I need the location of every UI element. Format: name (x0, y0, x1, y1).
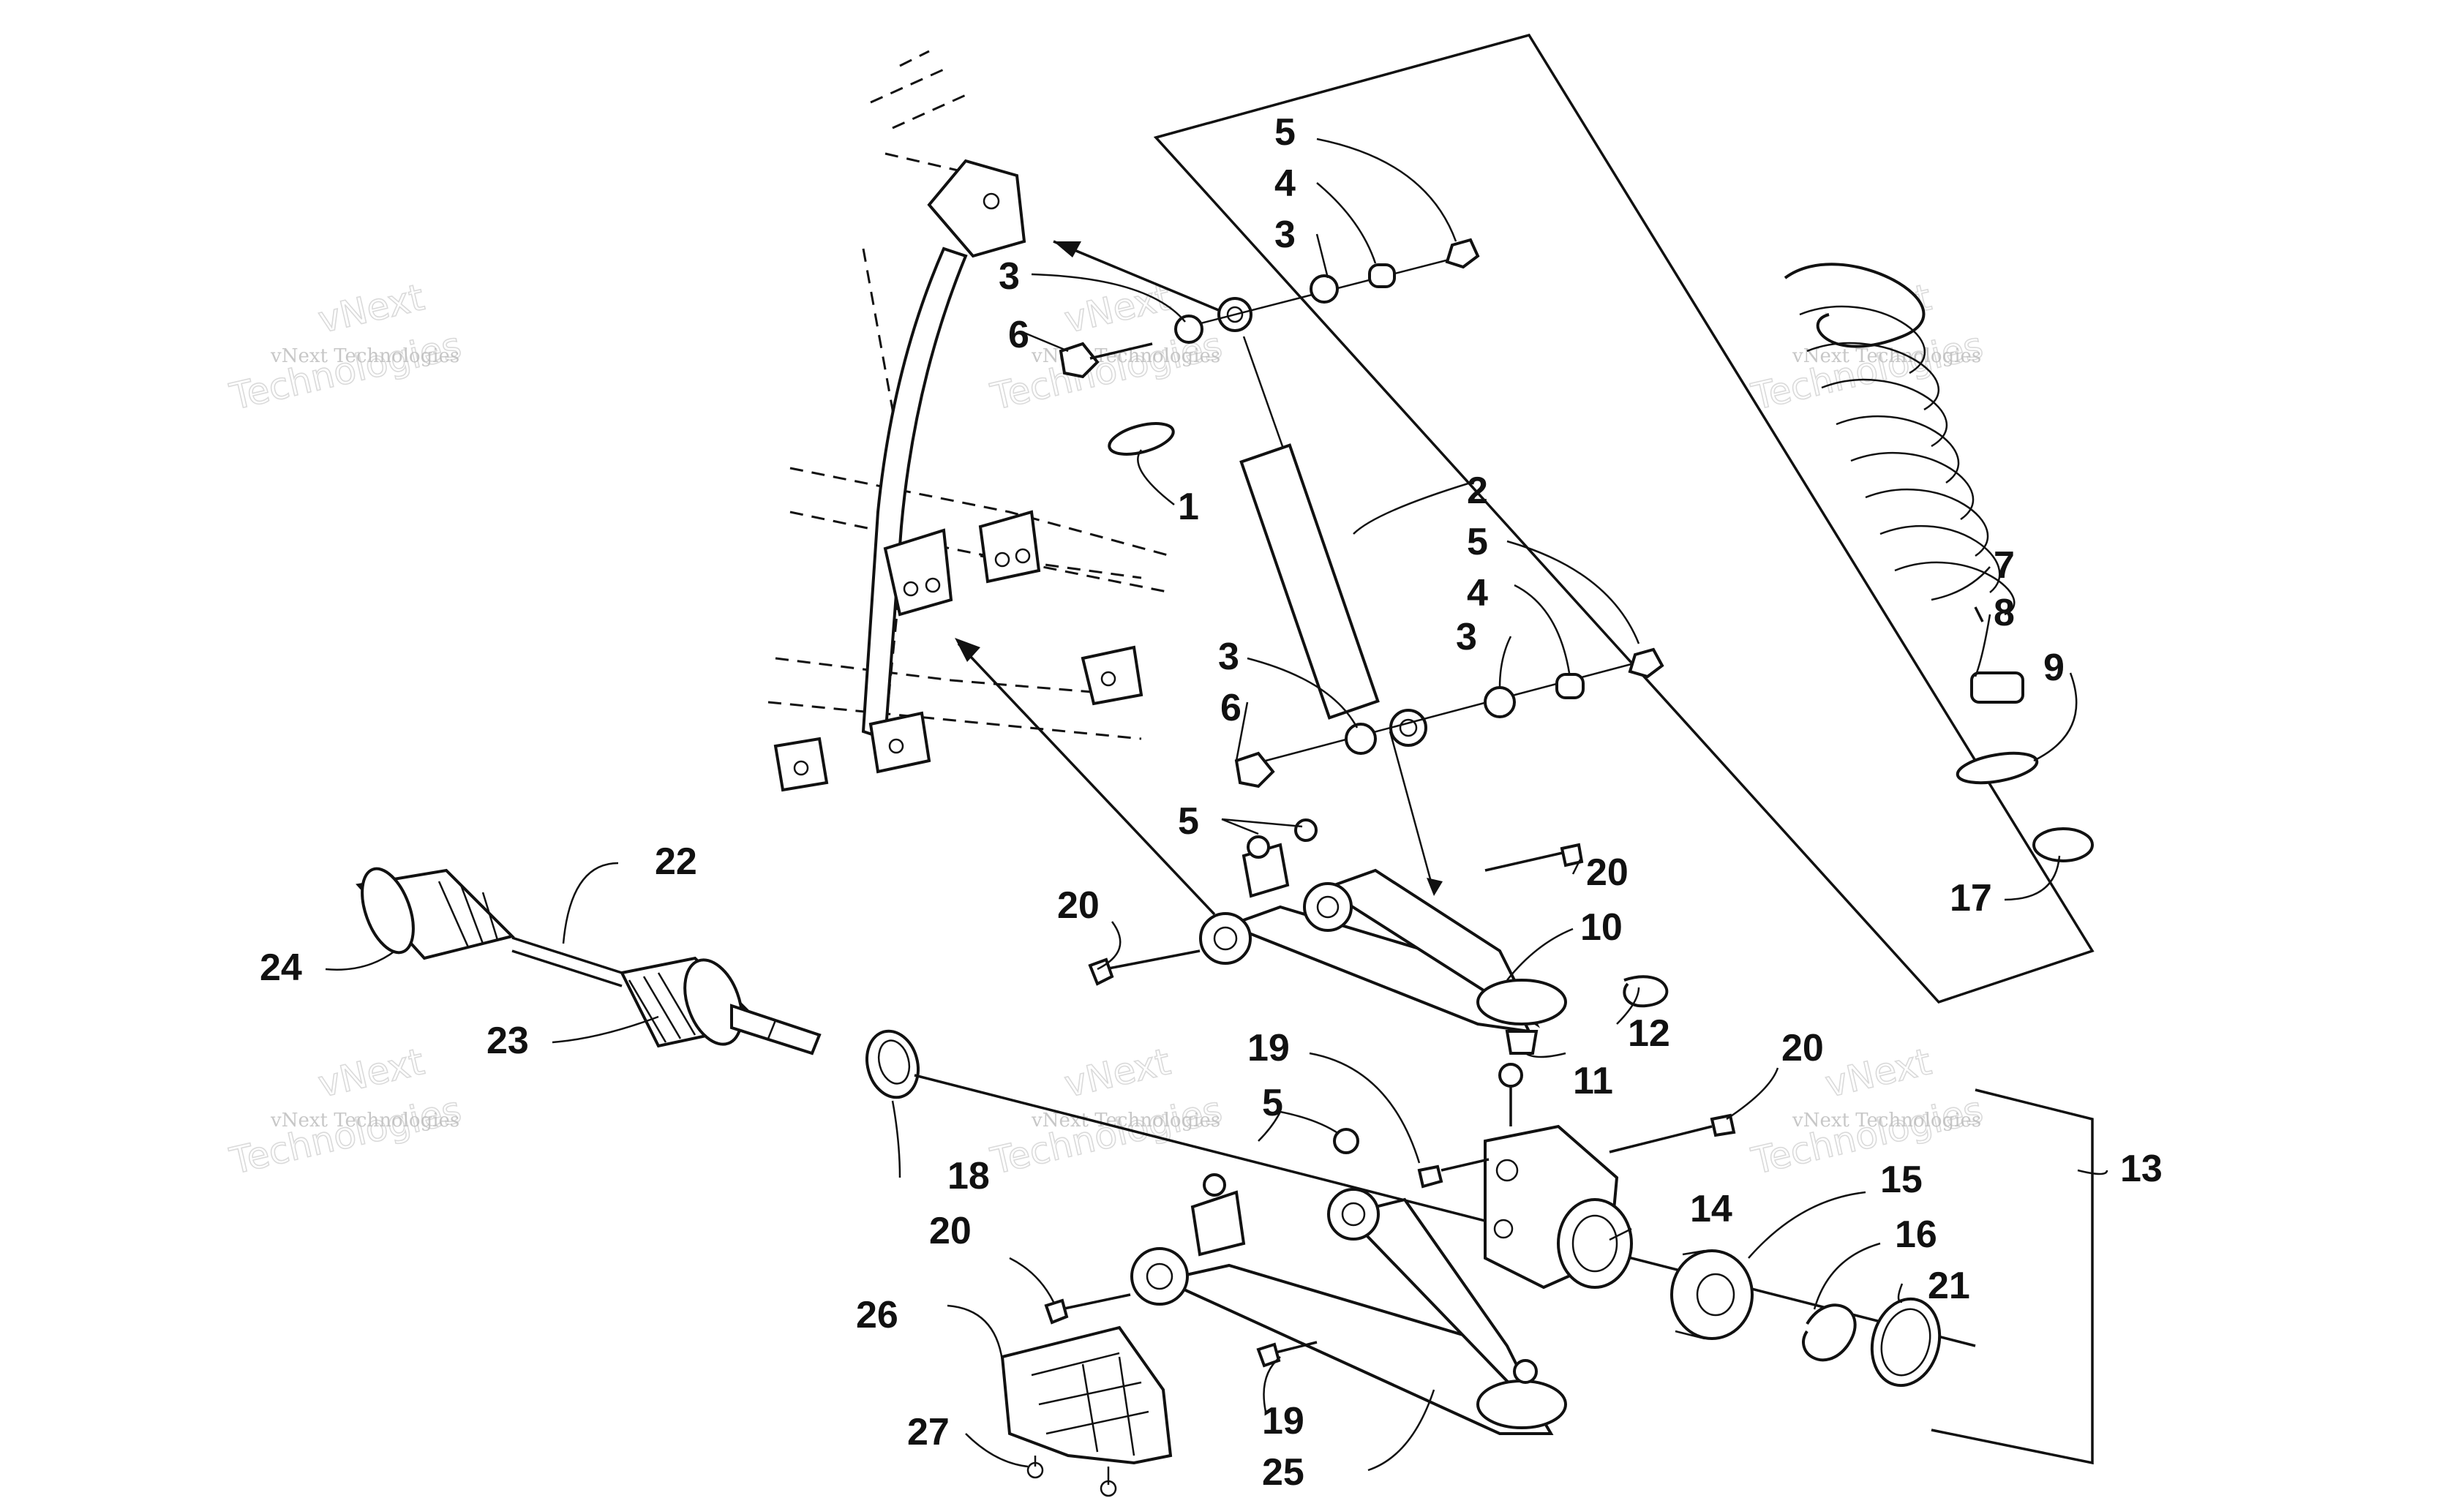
callout-26: 26 (856, 1294, 898, 1336)
callout-20: 20 (1586, 851, 1629, 894)
callout-24: 24 (260, 946, 302, 989)
callout-7: 7 (1994, 544, 2015, 587)
callout-20: 20 (1057, 884, 1100, 927)
callout-25: 17 (1950, 877, 1992, 919)
callout-11: 11 (1573, 1060, 1613, 1102)
callout-5: 5 (1262, 1082, 1283, 1124)
callout-9: 9 (2043, 647, 2065, 689)
callout-4: 4 (1467, 572, 1488, 614)
hub-panel (1931, 1088, 2094, 1465)
callout-6: 6 (1220, 687, 1242, 729)
watermark-text: vNext Technologies (270, 345, 459, 367)
upper-a-arm (955, 638, 1669, 1055)
watermark-brand: Technologies (226, 324, 465, 418)
leader-lines (325, 138, 2108, 1472)
shock-panel (1153, 33, 2095, 1004)
callout-22: 22 (655, 840, 697, 883)
watermark-text: vNext Technologies (1792, 1110, 1981, 1132)
callout-8: 8 (1994, 592, 2015, 634)
vehicle-frame (767, 50, 1171, 792)
callout-3: 3 (1218, 636, 1239, 678)
lower-a-arm (1044, 1128, 1567, 1435)
hub-bearing-group (1670, 1249, 1942, 1388)
skid-plate (1000, 1325, 1173, 1497)
callout-3: 3 (1456, 616, 1477, 658)
upper-mount-hardware (1059, 238, 1480, 456)
callout-14: 14 (1690, 1188, 1732, 1230)
steering-knuckle (1417, 1063, 1736, 1290)
callout-17: 21 (1928, 1265, 1970, 1307)
callout-3: 3 (1274, 214, 1296, 256)
callout-5: 5 (1467, 521, 1488, 563)
callout-13: 13 (2120, 1148, 2163, 1190)
callout-3: 3 (999, 255, 1020, 298)
callout-19: 19 (1247, 1027, 1290, 1069)
callout-15: 15 (1880, 1159, 1923, 1201)
watermark-brand: vNext (315, 1040, 428, 1105)
callout-19: 19 (1262, 1400, 1304, 1442)
callout-labels: 5 4 3 3 6 1 2 5 4 3 3 6 7 8 9 17 5 20 20… (260, 111, 2163, 1494)
callout-10: 10 (1580, 906, 1623, 949)
callout-23: 23 (487, 1020, 529, 1062)
watermark-brand: vNext (1822, 1040, 1935, 1105)
callout-1: 1 (1178, 486, 1199, 528)
watermark-brand: Technologies (1748, 1088, 1987, 1183)
callout-4: 4 (1274, 162, 1296, 205)
watermark-text: vNext Technologies (270, 1110, 459, 1132)
callout-16: 16 (1895, 1213, 1937, 1256)
callout-6: 6 (1008, 314, 1029, 356)
callout-20: 20 (929, 1210, 972, 1252)
callout-20: 20 (1781, 1027, 1824, 1069)
callout-2: 2 (1467, 470, 1488, 512)
watermark-brand: vNext (1061, 1040, 1174, 1105)
callout-18: 18 (947, 1155, 990, 1197)
coil-spring (1784, 263, 2094, 862)
callout-5: 5 (1274, 111, 1296, 154)
shock-absorber (1053, 240, 1443, 896)
callout-21: 25 (1262, 1451, 1304, 1494)
callout-12: 12 (1628, 1012, 1670, 1055)
watermark-brand: Technologies (226, 1088, 465, 1183)
callout-27: 27 (907, 1411, 950, 1453)
drive-axle (356, 867, 1976, 1347)
lower-mount-hardware (1234, 647, 1664, 788)
callout-5: 5 (1178, 800, 1199, 843)
watermark-brand: vNext (315, 276, 428, 341)
